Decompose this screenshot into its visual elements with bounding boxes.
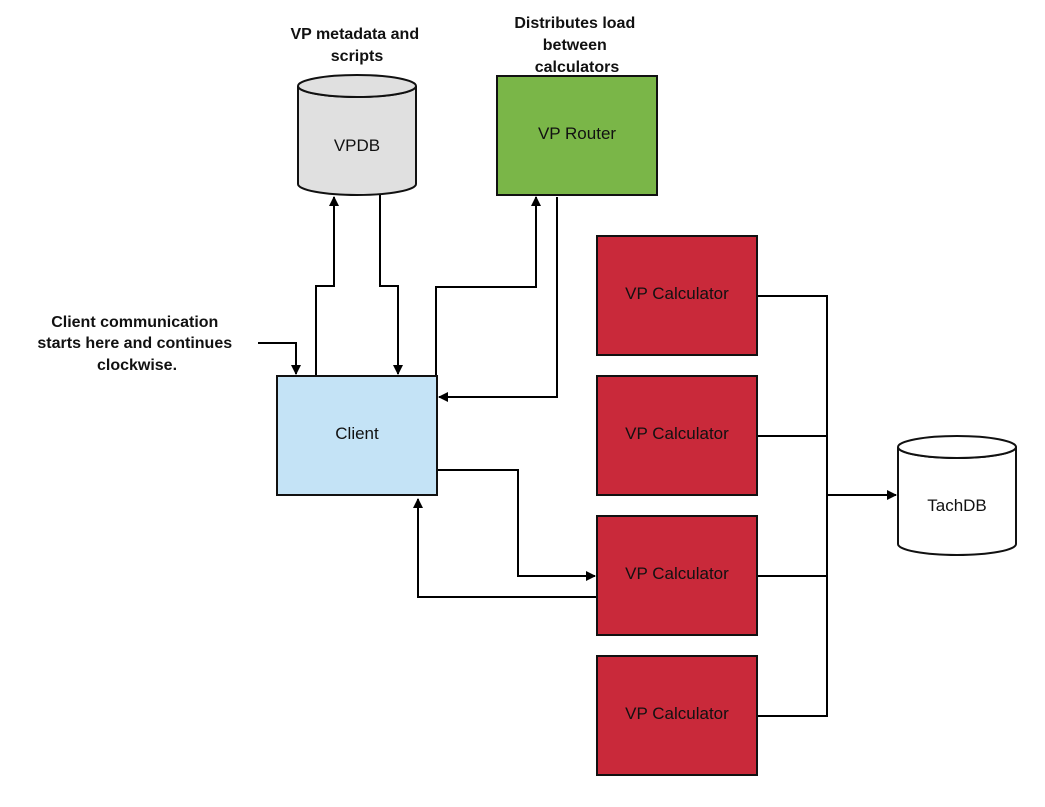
router-annotation-line: calculators	[535, 59, 620, 76]
vp-router-node: VP Router	[496, 75, 658, 196]
vpdb-label: VPDB	[334, 136, 380, 155]
client-annotation-line: starts here and continues	[37, 335, 232, 352]
client-annotation: Client communication starts here and con…	[37, 314, 236, 374]
client-annotation-line: Client communication	[51, 314, 218, 331]
vpdb-cylinder-top	[297, 74, 417, 98]
edge-client-to-calculator	[437, 469, 596, 581]
edge-vpdb-to-client	[379, 195, 403, 375]
tachdb-label: TachDB	[927, 496, 987, 515]
vp-calculator-box	[596, 235, 758, 356]
router-annotation-line: Distributes load	[514, 15, 635, 32]
vp-calculator-node-1: VP Calculator	[596, 235, 758, 356]
vp-router-label: VP Router	[538, 124, 616, 143]
vp-calculator-node-4: VP Calculator	[596, 655, 758, 776]
client-label: Client	[335, 424, 379, 443]
client-node: Client	[276, 375, 438, 496]
client-box	[276, 375, 438, 496]
vp-calculator-label: VP Calculator	[625, 564, 729, 583]
edge-annotation-to-client	[258, 342, 301, 375]
client-annotation-line: clockwise.	[97, 357, 177, 374]
router-annotation: Distributes load between calculators	[514, 15, 639, 76]
edges	[258, 195, 897, 717]
vp-calculator-node-3: VP Calculator	[596, 515, 758, 636]
tachdb-cylinder-top	[897, 435, 1017, 459]
vp-router-box	[496, 75, 658, 196]
vp-calculator-box	[596, 655, 758, 776]
vp-calculator-box	[596, 515, 758, 636]
vp-calculator-label: VP Calculator	[625, 704, 729, 723]
edge-router-to-client	[438, 197, 558, 402]
vpdb-annotation-line: scripts	[331, 48, 384, 65]
tachdb-database-node: TachDB	[897, 435, 1017, 556]
edge-client-to-vpdb	[315, 196, 339, 376]
vpdb-annotation: VP metadata and scripts	[290, 26, 423, 65]
vp-calculator-label: VP Calculator	[625, 284, 729, 303]
vpdb-database-node: VPDB	[297, 74, 417, 196]
vp-calculator-box	[596, 375, 758, 496]
edge-calculator-to-client	[413, 498, 597, 598]
vpdb-annotation-line: VP metadata and	[290, 26, 419, 43]
router-annotation-line: between	[543, 37, 607, 54]
vp-calculator-node-2: VP Calculator	[596, 375, 758, 496]
vp-calculator-label: VP Calculator	[625, 424, 729, 443]
edge-calculators-bus	[757, 295, 828, 717]
edge-client-to-router	[435, 196, 541, 376]
